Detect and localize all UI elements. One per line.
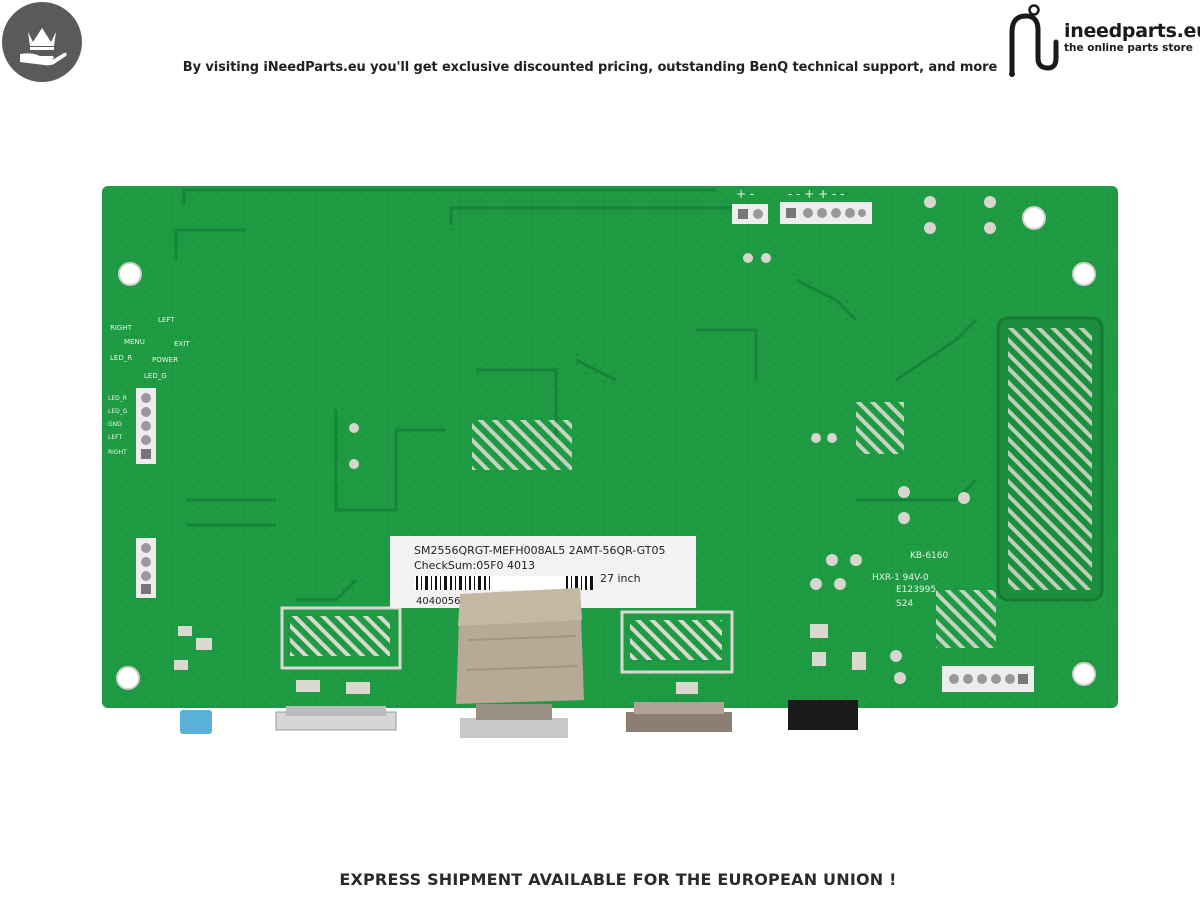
top-connector-2pin: + - xyxy=(732,187,768,224)
pcb-board-image: + - - - + + - - RIGHT LEFT MENU EXIT LED xyxy=(102,186,1118,738)
sticker-checksum: CheckSum:05F0 4013 xyxy=(414,559,535,572)
product-label-sticker: SM2556QRGT-MEFH008AL5 2AMT-56QR-GT05 Che… xyxy=(390,536,696,608)
brand-name: ineedparts.eu xyxy=(1064,20,1200,42)
svg-text:EXIT: EXIT xyxy=(174,340,190,348)
left-header-5pin: LED_R LED_G GND LEFT RIGHT xyxy=(108,388,156,464)
svg-text:GND: GND xyxy=(108,421,122,428)
port-block-right xyxy=(620,610,734,732)
brand-tagline: the online parts store xyxy=(1064,42,1193,54)
svg-text:S24: S24 xyxy=(896,599,913,609)
mounting-holes xyxy=(116,206,1096,690)
sticker-size: 27 inch xyxy=(600,572,641,585)
port-block-mid xyxy=(460,704,568,738)
svg-text:MENU: MENU xyxy=(124,338,145,346)
smd-pads-bottom xyxy=(174,624,866,694)
svg-text:LEFT: LEFT xyxy=(108,434,122,441)
audio-jack xyxy=(788,700,858,730)
brand-logo[interactable]: ineedparts.eu the online parts store xyxy=(1002,2,1200,78)
ineedparts-logo-icon xyxy=(1009,4,1059,77)
port-block-left xyxy=(275,606,402,731)
svg-text:KB-6160: KB-6160 xyxy=(910,551,949,561)
sticker-model: SM2556QRGT-MEFH008AL5 2AMT-56QR-GT05 xyxy=(414,544,666,557)
top-polarity-b: - - + + - - xyxy=(788,187,845,201)
top-connector-6pin: - - + + - - xyxy=(780,187,872,224)
svg-text:POWER: POWER xyxy=(152,356,178,364)
sticker-barcode xyxy=(414,576,594,590)
svg-text:E123995: E123995 xyxy=(896,585,936,595)
right-silkscreen: KB-6160 HXR-1 94V-0 E123995 S24 xyxy=(872,551,949,609)
svg-text:RIGHT: RIGHT xyxy=(110,324,133,332)
svg-text:LED_G: LED_G xyxy=(144,372,167,380)
crown-badge xyxy=(2,2,82,82)
round-pads xyxy=(349,196,996,684)
svg-text:LEFT: LEFT xyxy=(158,316,175,324)
svg-text:LED_R: LED_R xyxy=(110,354,132,362)
sticker-serial: 40400564 xyxy=(416,596,467,607)
left-header-4pin xyxy=(136,538,156,598)
svg-text:RIGHT: RIGHT xyxy=(108,449,127,456)
pcb-traces xyxy=(174,188,978,602)
crown-hand-icon xyxy=(20,28,67,66)
fabric-tape xyxy=(456,588,584,704)
left-button-labels: RIGHT LEFT MENU EXIT LED_R POWER LED_G xyxy=(110,316,190,380)
bottom-right-header xyxy=(942,666,1034,692)
footer-shipping-note: EXPRESS SHIPMENT AVAILABLE FOR THE EUROP… xyxy=(339,870,897,889)
svg-text:LED_R: LED_R xyxy=(108,395,127,402)
svg-text:LED_G: LED_G xyxy=(108,408,128,415)
svg-text:HXR-1 94V-0: HXR-1 94V-0 xyxy=(872,573,929,583)
header-tagline: By visiting iNeedParts.eu you'll get exc… xyxy=(182,60,998,75)
top-polarity-a: + - xyxy=(736,187,754,201)
blue-connector xyxy=(180,710,212,734)
